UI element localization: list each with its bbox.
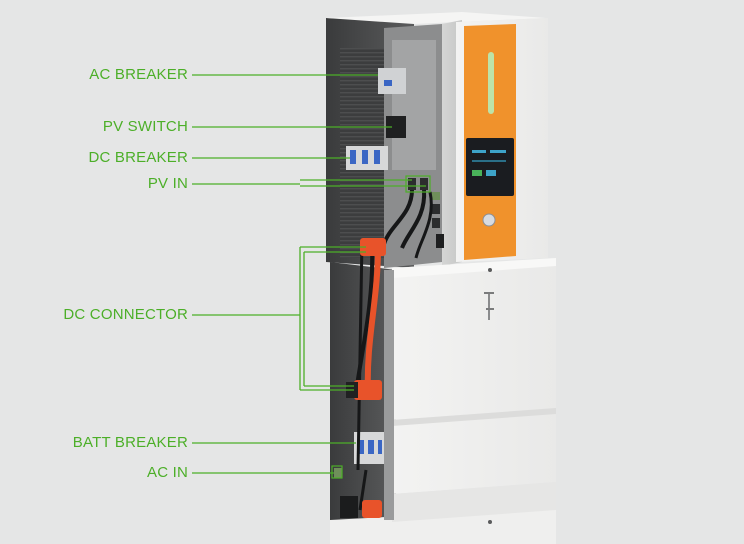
pv-switch-unit	[386, 116, 406, 138]
inverter-unit	[326, 12, 548, 268]
power-icon	[482, 213, 496, 227]
status-light-bar	[488, 52, 494, 114]
ac-breaker-label: AC BREAKER	[89, 66, 188, 83]
ac-in-terminal	[334, 468, 342, 478]
batt-breaker-label: BATT BREAKER	[72, 434, 188, 451]
callout-leaders	[192, 74, 426, 474]
pv-switch-label: PV SWITCH	[102, 118, 188, 135]
dc-connector-bottom	[354, 380, 382, 400]
ac-in-label: AC IN	[146, 464, 188, 481]
internal-components	[334, 68, 433, 518]
pv-terminal-left	[408, 178, 416, 190]
battery-stack	[330, 258, 556, 544]
battery-module-2	[392, 408, 556, 494]
battery-module-1	[392, 258, 556, 420]
pv-in-highlight	[405, 175, 431, 193]
dc-breaker-label: DC BREAKER	[88, 149, 188, 166]
pv-terminal-right	[420, 178, 428, 190]
pv-in-label: PV IN	[147, 175, 188, 192]
ac-in-highlight	[331, 465, 343, 479]
dc-connector-top	[360, 238, 386, 256]
display-screen	[466, 138, 514, 196]
dc-connector-label: DC CONNECTOR	[63, 306, 188, 323]
